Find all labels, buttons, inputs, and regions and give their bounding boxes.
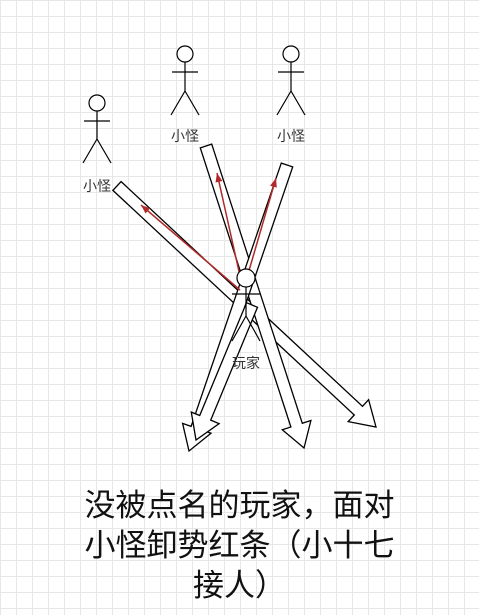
monster-left-label: 小怪 xyxy=(83,179,111,195)
knockback-arrows xyxy=(111,143,377,453)
monster-right-label: 小怪 xyxy=(277,129,305,145)
red-bar-right-head xyxy=(270,178,277,188)
arrow-from-player-down xyxy=(190,301,259,442)
monster-right-actor-icon xyxy=(276,45,306,116)
red-bar-right xyxy=(247,177,277,275)
red-bar-mid-head xyxy=(215,173,223,183)
red-bar-mid xyxy=(216,172,241,277)
arrow-from-right-monster xyxy=(181,162,294,453)
monster-left-actor-icon xyxy=(82,94,112,164)
red-bar-left-head xyxy=(141,205,151,214)
caption-line-3: 接人） xyxy=(193,568,286,604)
diagram-canvas: 小怪 小怪 小怪 玩家 xyxy=(82,45,377,453)
caption-line-2: 小怪卸势红条（小十七 xyxy=(84,528,395,564)
monster-mid-actor-icon xyxy=(170,45,200,116)
player-label: 玩家 xyxy=(232,355,260,372)
red-bar-left xyxy=(140,204,241,291)
player-actor-icon xyxy=(231,268,261,342)
red-bars xyxy=(140,172,277,291)
caption-line-1: 没被点名的玩家，面对 xyxy=(84,488,395,524)
monster-mid-label: 小怪 xyxy=(171,129,199,145)
caption: 没被点名的玩家，面对 小怪卸势红条（小十七 接人） xyxy=(0,486,479,606)
